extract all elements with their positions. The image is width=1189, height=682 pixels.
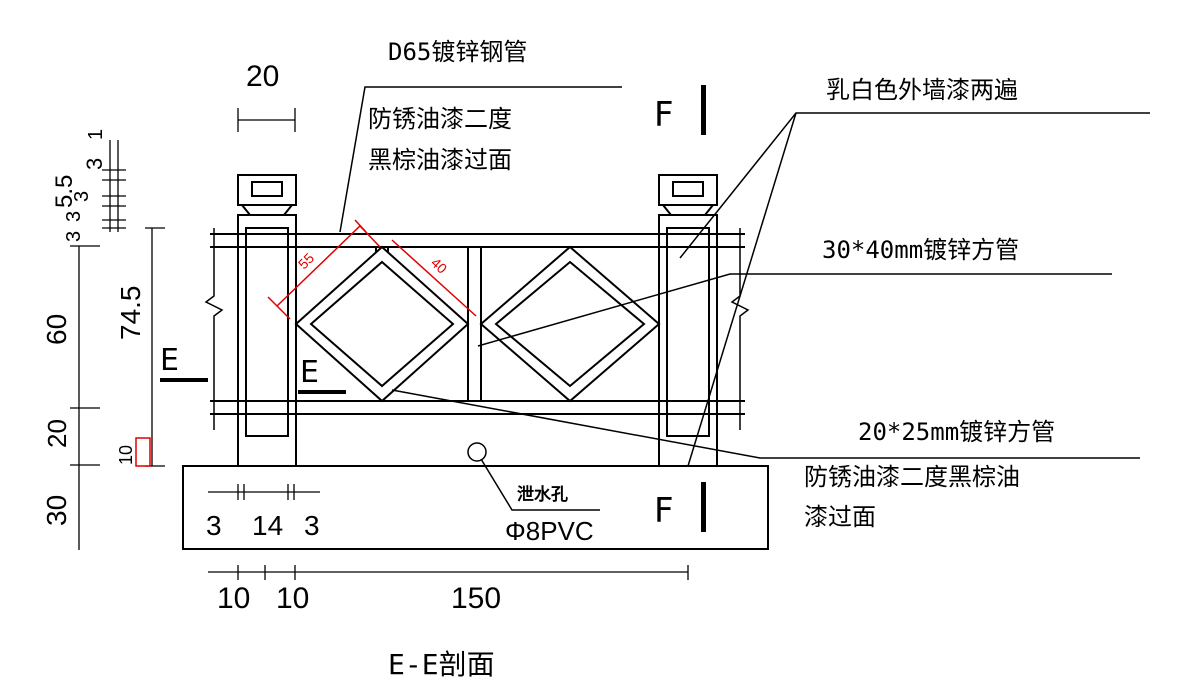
dim-left-3b: 3 (63, 231, 85, 242)
left-break-line (204, 228, 224, 430)
label-antirust-2-line1: 防锈油漆二度黑棕油 (804, 463, 1020, 491)
label-square-tube-30x40: 30*40mm镀锌方管 (822, 236, 1019, 264)
section-mark-f-bottom: F (654, 491, 674, 531)
dim-base-3a: 3 (206, 510, 222, 541)
dim-left-3d: 3 (71, 191, 93, 202)
left-diamond (294, 245, 470, 403)
dim-left-1: 1 (85, 129, 107, 140)
right-diamond (479, 245, 661, 403)
vertical-bars (295, 247, 660, 401)
left-post (237, 174, 297, 467)
bottom-rail (210, 400, 745, 415)
dim-bottom-10b: 10 (276, 582, 309, 615)
base-plinth (182, 465, 769, 550)
label-pvc: Φ8PVC (505, 516, 594, 546)
section-mark-e-left: E (160, 343, 179, 378)
dim-top-post-width: 20 (246, 60, 279, 93)
section-mark-f-top: F (654, 95, 674, 135)
right-break-line (730, 228, 750, 430)
dimension-lines (70, 108, 689, 580)
dim-left-74-5: 74.5 (115, 286, 146, 341)
label-drain-hole: 泄水孔 (517, 484, 568, 505)
dim-diag-55: 55 (295, 250, 317, 272)
dim-diag-40: 40 (428, 254, 450, 276)
leader-lines (339, 86, 1150, 511)
dim-base-14: 14 (252, 510, 283, 541)
label-black-brown-1: 黑棕油漆过面 (368, 146, 512, 174)
label-antirust-1: 防锈油漆二度 (368, 105, 512, 133)
label-square-tube-20x25: 20*25mm镀锌方管 (858, 418, 1055, 446)
right-post (658, 174, 718, 467)
label-pipe-d65: D65镀锌钢管 (388, 38, 527, 66)
section-mark-bars (160, 85, 706, 532)
section-mark-e-inner: E (300, 355, 319, 390)
label-milk-white: 乳白色外墙漆两遍 (826, 76, 1018, 104)
dim-left-5-5: 5.5 (51, 175, 78, 208)
dim-base-3b: 3 (304, 510, 320, 541)
red-dimension (135, 219, 477, 467)
dim-bottom-150: 150 (451, 582, 501, 615)
drain-hole-circle (467, 442, 487, 462)
dim-left-60: 60 (41, 314, 72, 345)
dim-left-3a: 3 (82, 158, 107, 170)
top-rail (210, 233, 745, 248)
dim-left-3c: 3 (63, 211, 85, 222)
dim-left-30: 30 (41, 495, 72, 526)
dim-bottom-10a: 10 (217, 582, 250, 615)
dim-left-10: 10 (116, 445, 136, 465)
dim-left-20: 20 (42, 419, 72, 448)
section-title: E-E剖面 (388, 648, 495, 681)
label-antirust-2-line2: 漆过面 (804, 503, 876, 531)
